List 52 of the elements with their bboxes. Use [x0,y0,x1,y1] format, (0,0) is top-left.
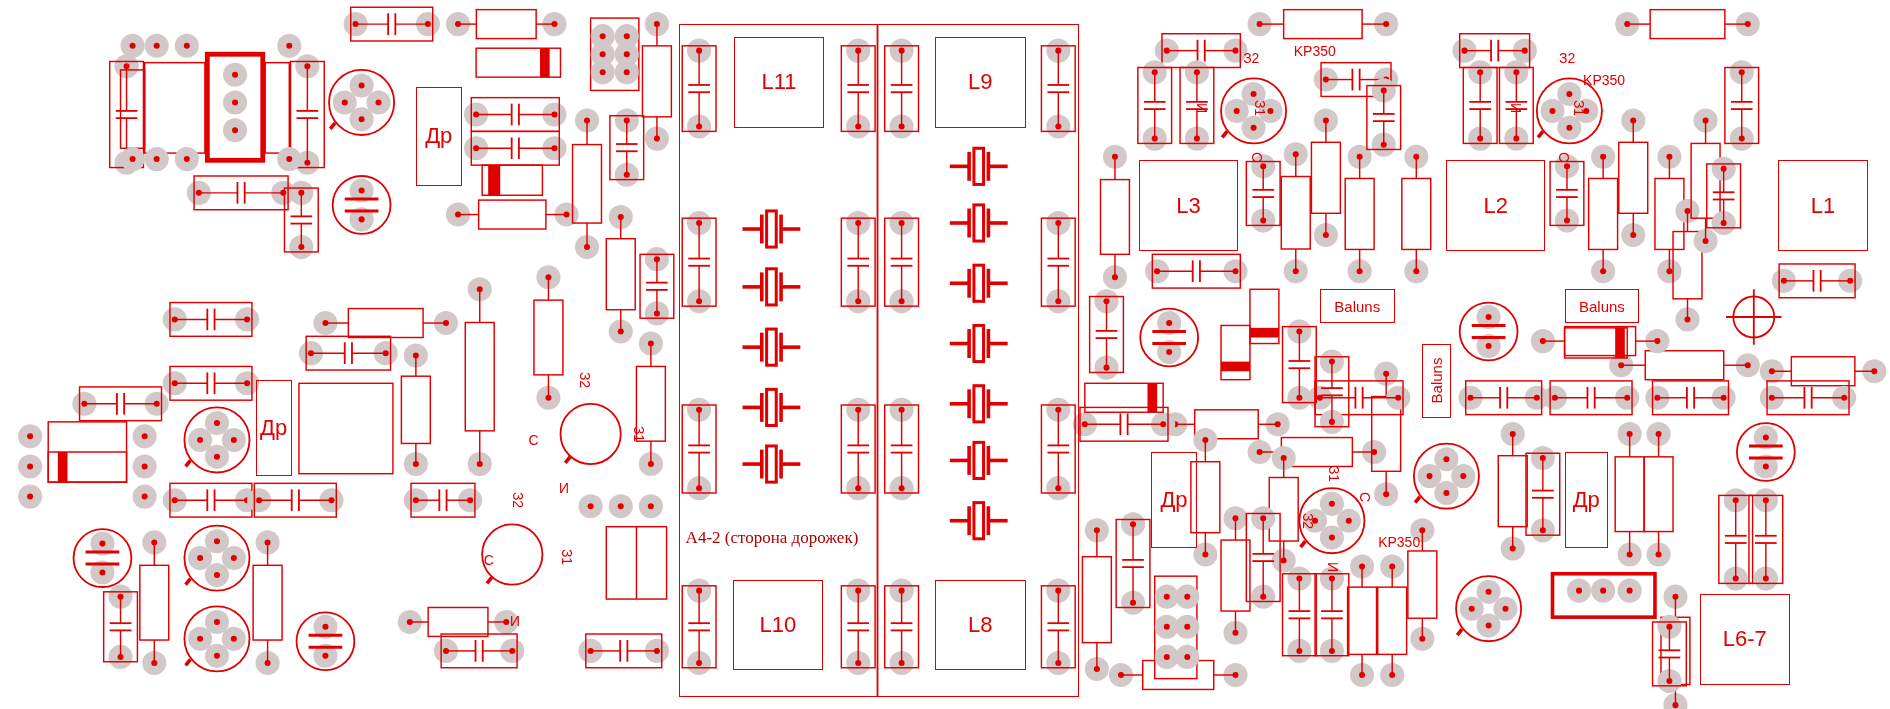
pin-label: И [558,481,569,496]
component-label: Др [260,414,288,441]
pin-label: З2 [1558,50,1576,65]
component-label: L6-7 [1722,626,1767,653]
part-number: KP350 [1378,535,1421,550]
component-label: L10 [759,611,797,638]
pin-label: З1 [1252,100,1267,117]
balun-outline [1422,343,1452,419]
pin-label: З2 [1243,50,1260,65]
component-label: Др [1160,487,1188,514]
pin-label: С [1358,491,1373,502]
pin-label: З2 [1300,512,1315,529]
inductor-outline [1699,594,1790,685]
inductor-outline [732,579,824,670]
pin-label: И [1325,561,1340,572]
component-label: L8 [968,611,993,638]
pin-label: З1 [1327,465,1342,482]
component-label: L9 [968,69,993,96]
part-number: KP350 [1583,72,1626,87]
component-label: L1 [1810,192,1836,219]
component-label: L2 [1483,192,1509,219]
component-label: Др [1572,487,1600,514]
component-label: L11 [761,69,797,96]
pin-label: З1 [559,548,574,565]
inductor-outline [935,579,1026,670]
inductor-outline [935,37,1026,128]
component-label: Др [425,123,453,150]
pin-label: С [528,432,539,447]
component-label: Baluns [1334,297,1381,315]
component-label: L3 [1176,192,1201,219]
pin-label: З2 [577,371,592,388]
inductor-outline [1777,160,1869,251]
balun-outline [1564,289,1640,324]
component-label: Baluns [1428,357,1446,404]
board-caption: A4-2 (сторона дорожек) [685,527,859,548]
component-label: Baluns [1578,297,1625,315]
choke-outline [1151,452,1197,549]
inductor-outline [733,37,825,128]
choke-outline [1564,452,1608,549]
pin-label: С [483,553,494,568]
choke-outline [415,86,462,186]
pin-label: И [510,613,521,628]
pin-label: С [1557,151,1571,162]
choke-outline [255,379,292,477]
board-outline [678,24,1079,697]
inductor-outline [1446,160,1546,251]
pin-label: З2 [511,492,526,509]
part-number: KP350 [1293,43,1336,58]
pin-label: З1 [1572,100,1587,117]
balun-outline [1319,289,1395,324]
inductor-outline [1139,160,1238,251]
pin-label: С [1249,151,1264,162]
